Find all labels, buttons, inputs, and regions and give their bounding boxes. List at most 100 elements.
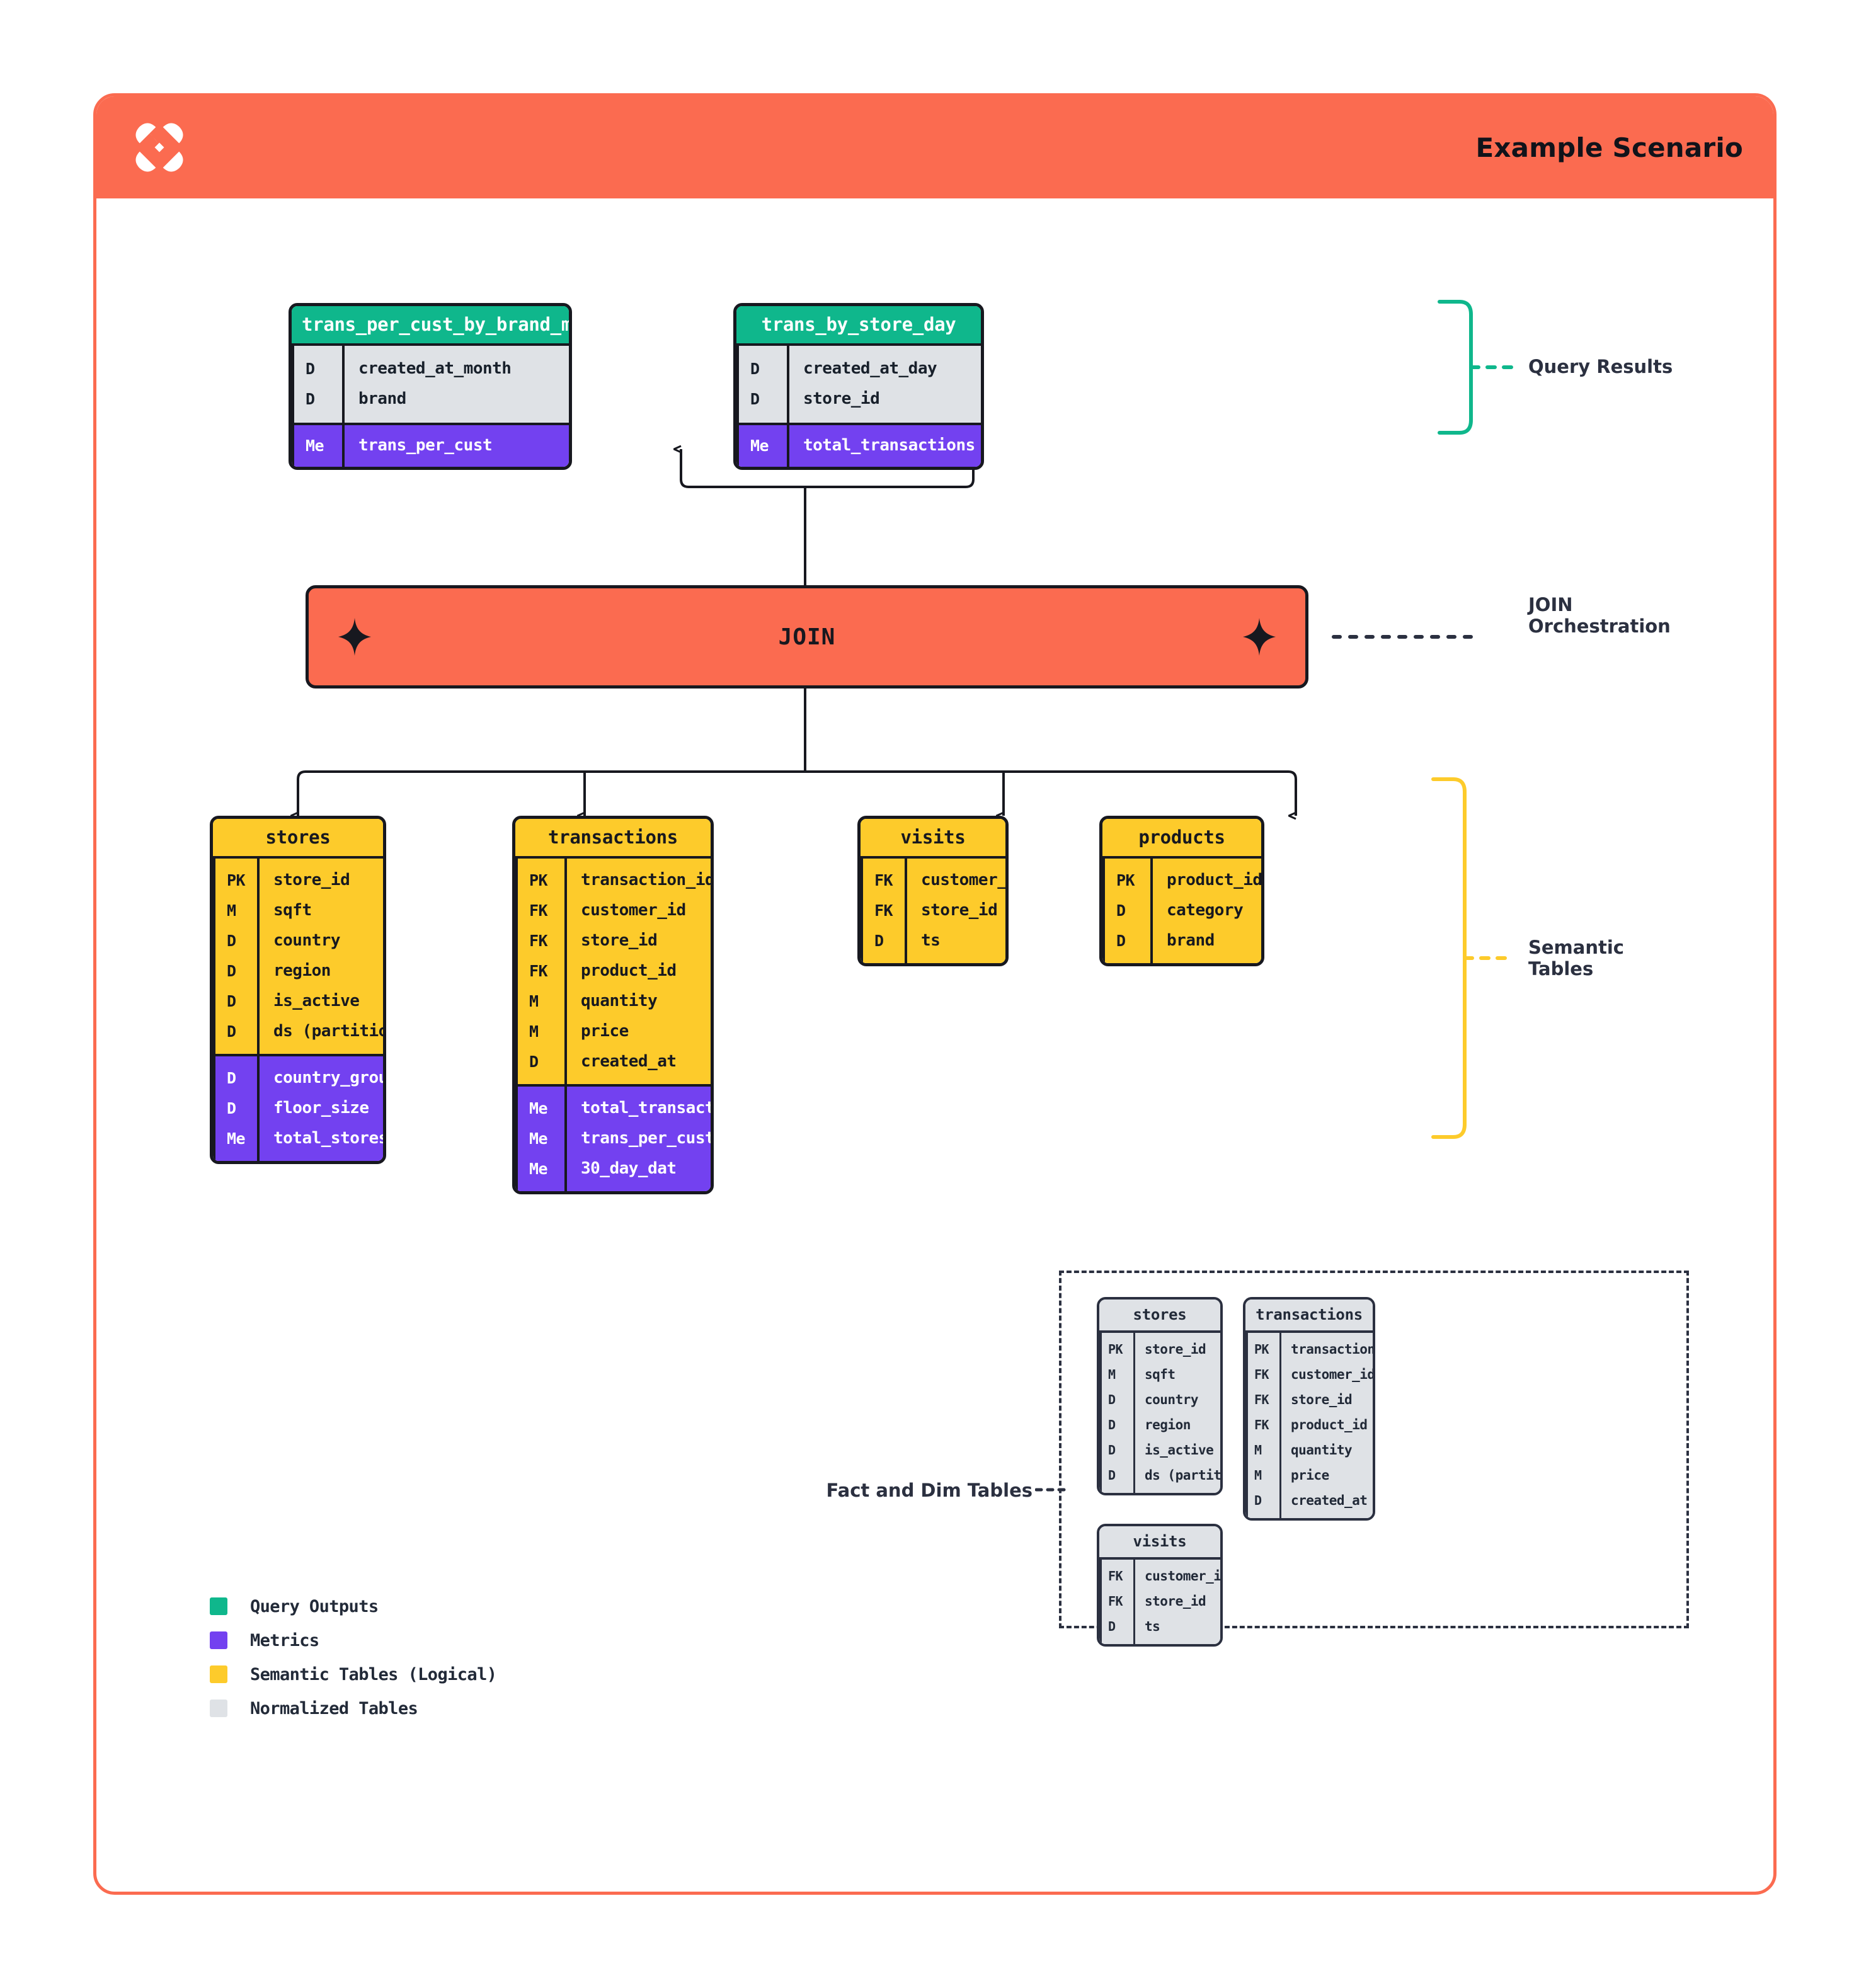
column-key: D bbox=[227, 991, 236, 1010]
column-key: D bbox=[306, 389, 315, 408]
metric-key: D bbox=[227, 1068, 236, 1087]
legend-swatch-semantic-tables bbox=[210, 1665, 227, 1683]
column-key: FK bbox=[1108, 1594, 1123, 1609]
join-orchestration-bar[interactable]: JOIN bbox=[306, 585, 1308, 688]
metric-name: country_group bbox=[273, 1068, 386, 1087]
legend-item: Normalized Tables bbox=[210, 1691, 496, 1725]
table-title: transactions bbox=[1245, 1300, 1373, 1330]
column-name: transaction_id bbox=[581, 871, 714, 889]
column-key: D bbox=[750, 389, 760, 408]
card-title: Example Scenario bbox=[1475, 132, 1743, 163]
column-name: price bbox=[1291, 1468, 1329, 1483]
column-key: D bbox=[750, 359, 760, 378]
column-key: FK bbox=[529, 901, 548, 920]
table-row: D store_id bbox=[736, 384, 981, 414]
column-name: product_id bbox=[1167, 871, 1262, 889]
column-name: region bbox=[273, 961, 331, 980]
column-name: customer_id bbox=[921, 871, 1007, 889]
card-header: Example Scenario bbox=[96, 96, 1773, 198]
column-key: M bbox=[227, 901, 236, 920]
metric-name: trans_per_cust bbox=[358, 436, 493, 455]
column-key: D bbox=[529, 1052, 539, 1071]
table-row: FK customer_id bbox=[1099, 1563, 1220, 1589]
metric-key: Me bbox=[529, 1129, 548, 1148]
metric-key: D bbox=[227, 1099, 236, 1117]
join-annotation: JOIN Orchestration bbox=[1528, 594, 1671, 637]
column-key: M bbox=[1254, 1442, 1262, 1458]
column-name: created_at_day bbox=[803, 359, 937, 378]
column-key: FK bbox=[529, 961, 548, 980]
column-key: PK bbox=[227, 871, 246, 889]
example-scenario-card: Example Scenario bbox=[93, 93, 1777, 1895]
column-key: FK bbox=[1254, 1417, 1269, 1432]
metric-name: 30_day_dat bbox=[581, 1159, 677, 1178]
column-name: store_id bbox=[1145, 1594, 1206, 1609]
dimensions-section: D created_at_day D store_id bbox=[736, 343, 981, 423]
column-key: FK bbox=[874, 901, 893, 920]
column-key: M bbox=[1108, 1367, 1116, 1382]
metric-key: Me bbox=[529, 1099, 548, 1117]
column-key: FK bbox=[1254, 1392, 1269, 1407]
fact-and-dim-group bbox=[1059, 1271, 1689, 1628]
column-key: FK bbox=[1108, 1568, 1123, 1584]
table-title: visits bbox=[861, 819, 1005, 856]
query-result-table-1[interactable]: trans_by_store_day D created_at_day D st… bbox=[733, 303, 984, 470]
legend: Query Outputs Metrics Semantic Tables (L… bbox=[210, 1589, 497, 1725]
legend-label: Semantic Tables (Logical) bbox=[250, 1664, 497, 1684]
legend-swatch-normalized-tables bbox=[210, 1700, 227, 1717]
table-row: FK store_id bbox=[1099, 1589, 1220, 1614]
query-result-table-0[interactable]: trans_per_cust_by_brand_month D created_… bbox=[289, 303, 572, 470]
metric-key: Me bbox=[529, 1159, 548, 1178]
metric-key: Me bbox=[306, 436, 324, 455]
column-name: sqft bbox=[273, 901, 312, 920]
column-name: created_at bbox=[581, 1052, 677, 1071]
table-row: Dds (partition) bbox=[1099, 1463, 1220, 1488]
column-name: country bbox=[273, 931, 341, 950]
column-name: customer_id bbox=[1145, 1568, 1223, 1584]
metric-name: trans_per_cust bbox=[581, 1129, 714, 1148]
table-row: D created_at_month bbox=[292, 353, 569, 384]
table-row: Me 30_day_dat bbox=[515, 1153, 711, 1184]
sparkle-icon-left bbox=[338, 618, 372, 656]
x-starburst-logo-icon bbox=[135, 123, 183, 172]
metric-name: total_transactions bbox=[581, 1099, 714, 1117]
dimensions-section: D created_at_month D brand bbox=[292, 343, 569, 423]
legend-swatch-metrics bbox=[210, 1631, 227, 1649]
column-name: category bbox=[1167, 901, 1244, 920]
fact-and-dim-annotation: Fact and Dim Tables bbox=[826, 1480, 1033, 1501]
column-name: created_at_month bbox=[358, 359, 512, 378]
column-name: transaction_id bbox=[1291, 1342, 1375, 1357]
column-key: D bbox=[1108, 1392, 1116, 1407]
column-key: M bbox=[529, 991, 539, 1010]
column-name: is_active bbox=[273, 991, 360, 1010]
